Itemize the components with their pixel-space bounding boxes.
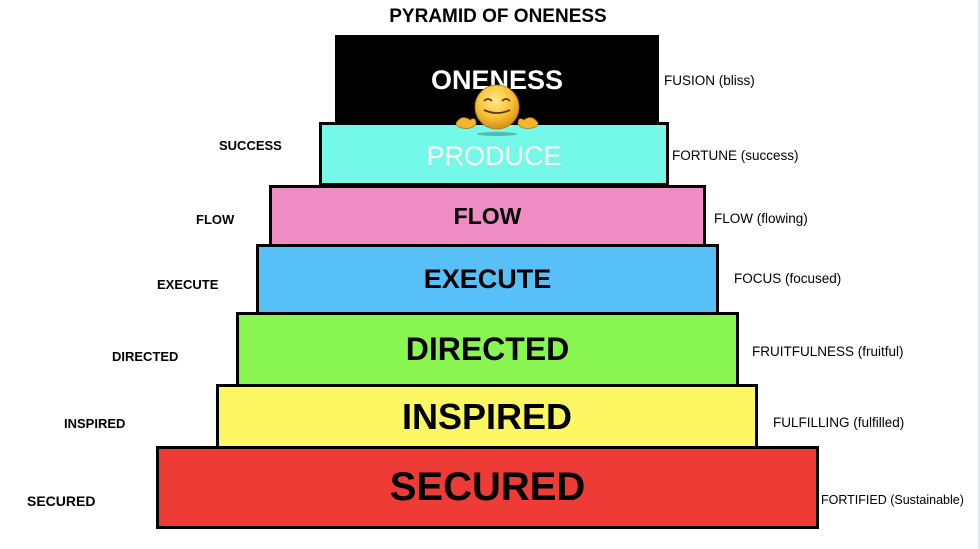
tier-label-secured: SECURED [389, 465, 586, 509]
left-label-execute: EXECUTE [157, 277, 219, 292]
right-label-focus: FOCUS (focused) [734, 271, 842, 286]
tier-produce: PRODUCE [319, 122, 669, 186]
tier-label-inspired: INSPIRED [401, 395, 573, 437]
right-label-flowing: FLOW (flowing) [714, 211, 808, 226]
left-label-inspired: INSPIRED [64, 416, 126, 431]
tier-label-produce: PRODUCE [426, 140, 562, 171]
tier-label-flow: FLOW [453, 202, 522, 229]
tier-directed: DIRECTED [236, 312, 739, 387]
left-label-secured: SECURED [27, 493, 96, 509]
right-label-fusion: FUSION (bliss) [664, 73, 755, 88]
left-label-directed: DIRECTED [112, 349, 179, 364]
right-label-fortune: FORTUNE (success) [672, 148, 799, 163]
right-edge-divider [978, 0, 980, 549]
tier-flow: FLOW [269, 185, 706, 247]
right-label-fortified: FORTIFIED (Sustainable) [821, 493, 964, 507]
left-label-flow: FLOW [196, 212, 235, 227]
tier-secured: SECURED [156, 446, 819, 529]
tier-label-execute: EXECUTE [423, 264, 552, 294]
smiling-face-with-hands-icon [455, 84, 539, 136]
tier-execute: EXECUTE [256, 244, 719, 315]
diagram-title: PYRAMID OF ONENESS [389, 6, 607, 27]
right-label-fruitfulness: FRUITFULNESS (fruitful) [752, 344, 904, 359]
right-label-fulfilling: FULFILLING (fulfilled) [773, 415, 905, 430]
left-label-success: SUCCESS [219, 138, 282, 153]
tier-inspired: INSPIRED [216, 384, 758, 449]
tier-label-directed: DIRECTED [405, 331, 570, 367]
